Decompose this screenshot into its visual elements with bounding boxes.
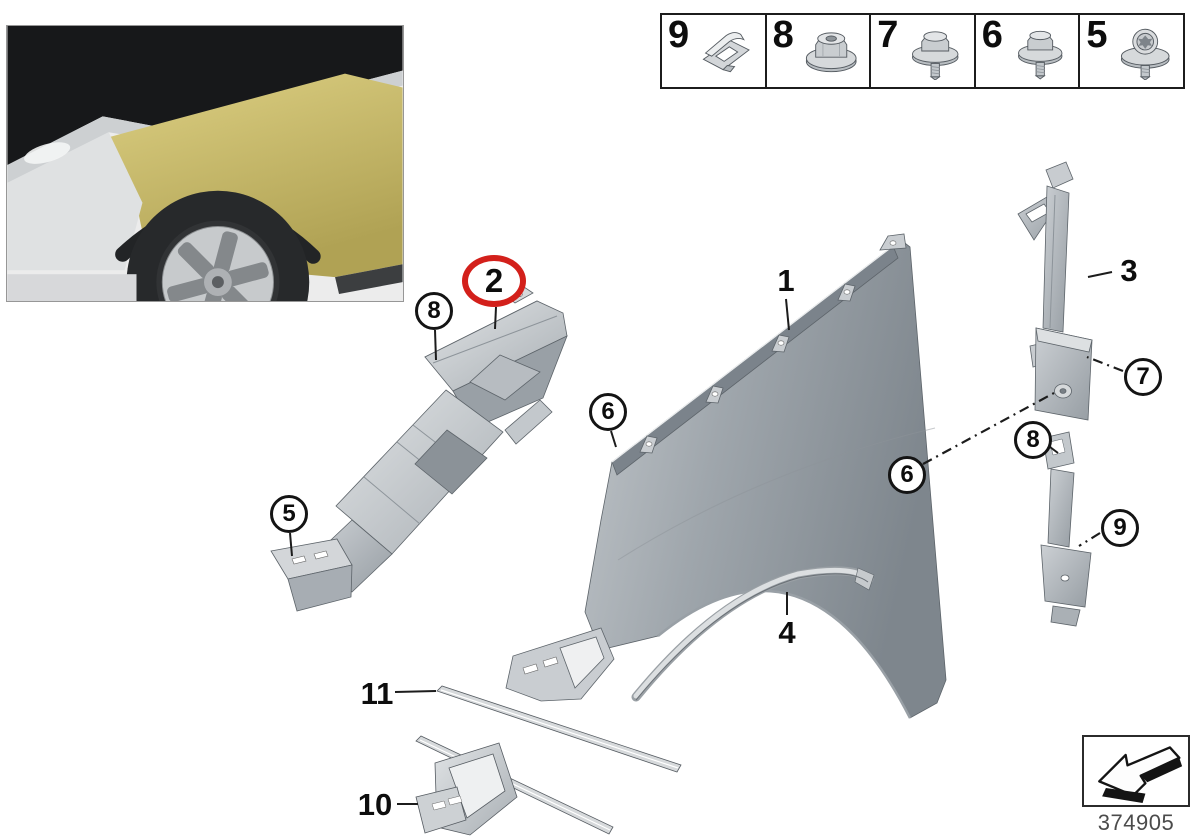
callout-label: 9 bbox=[1113, 514, 1127, 541]
callout-3[interactable]: 3 bbox=[1120, 253, 1137, 289]
legend-number: 5 bbox=[1086, 14, 1108, 56]
callout-label: 2 bbox=[484, 262, 504, 299]
callout-2-highlighted[interactable]: 2 bbox=[462, 255, 526, 307]
vehicle-photo-art bbox=[7, 26, 403, 301]
wheel-arch-trim-part bbox=[631, 566, 875, 702]
callout-10[interactable]: 10 bbox=[358, 787, 392, 823]
speed-nut-clip-icon bbox=[702, 32, 751, 73]
callout-label: 8 bbox=[1026, 426, 1040, 453]
diagram-plate-number: 374905 bbox=[1097, 810, 1175, 835]
callout-8[interactable]: 8 bbox=[415, 292, 453, 330]
legend-cell-5[interactable]: 5 bbox=[1080, 15, 1183, 87]
front-wheel bbox=[126, 190, 310, 301]
fender-side-panel-part bbox=[505, 233, 947, 719]
direction-arrow-icon bbox=[1098, 746, 1183, 803]
callout-label: 4 bbox=[778, 615, 796, 650]
callout-label: 8 bbox=[427, 297, 441, 324]
direction-arrow-box[interactable] bbox=[1082, 735, 1190, 807]
callout-5[interactable]: 5 bbox=[270, 495, 308, 533]
callout-label: 6 bbox=[900, 461, 914, 488]
legend-cell-8[interactable]: 8 bbox=[767, 15, 872, 87]
headlight bbox=[24, 142, 71, 164]
legend-number: 9 bbox=[668, 14, 690, 56]
callout-label: 11 bbox=[360, 676, 394, 711]
callout-6-left[interactable]: 6 bbox=[589, 393, 627, 431]
callout-label: 1 bbox=[777, 263, 795, 298]
legend-cell-9[interactable]: 9 bbox=[662, 15, 767, 87]
callout-label: 5 bbox=[282, 500, 296, 527]
legend-number: 8 bbox=[772, 14, 794, 56]
callout-label: 6 bbox=[601, 398, 615, 425]
legend-number: 7 bbox=[877, 14, 899, 56]
strip-bracket-part bbox=[415, 735, 614, 836]
callout-8-right[interactable]: 8 bbox=[1014, 421, 1052, 459]
legend-number: 6 bbox=[981, 14, 1003, 56]
callout-1[interactable]: 1 bbox=[777, 263, 794, 299]
flange-nut-icon bbox=[805, 32, 857, 73]
vehicle-front-quarter-photo bbox=[6, 25, 404, 302]
fastener-legend: 9 8 7 bbox=[660, 13, 1185, 89]
trim-strip-part bbox=[436, 685, 682, 773]
callout-label: 10 bbox=[357, 787, 393, 822]
front-support-bracket-part bbox=[270, 286, 568, 612]
torx-flange-screw-icon bbox=[1120, 28, 1170, 80]
leader-lines bbox=[289, 271, 1124, 805]
callout-6-right[interactable]: 6 bbox=[888, 456, 926, 494]
callout-7[interactable]: 7 bbox=[1124, 358, 1162, 396]
rear-support-bracket-part bbox=[1017, 161, 1093, 627]
callout-9[interactable]: 9 bbox=[1101, 509, 1139, 547]
hood-silhouette bbox=[7, 26, 403, 165]
callout-label: 7 bbox=[1136, 363, 1150, 390]
legend-cell-7[interactable]: 7 bbox=[871, 15, 976, 87]
callout-4[interactable]: 4 bbox=[778, 615, 795, 651]
hex-flange-screw-icon bbox=[912, 31, 959, 80]
hex-flange-screw-icon bbox=[1017, 30, 1063, 80]
legend-cell-6[interactable]: 6 bbox=[976, 15, 1081, 87]
callout-label: 3 bbox=[1120, 253, 1138, 288]
callout-11[interactable]: 11 bbox=[361, 676, 394, 712]
